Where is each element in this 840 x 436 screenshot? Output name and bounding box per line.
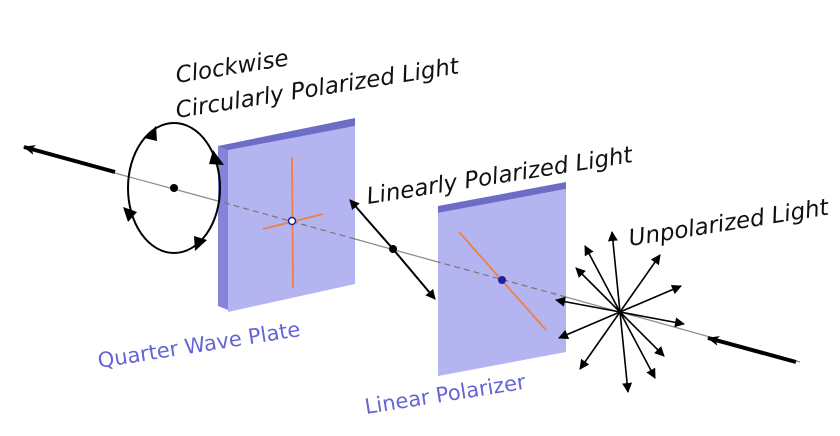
- circular-path: [127, 122, 221, 254]
- unpolarized-burst: [555, 231, 685, 393]
- unpolarized-ray-10: [575, 267, 621, 313]
- unpolarized-ray-8: [555, 296, 621, 313]
- polarizer-top-face: [438, 182, 566, 213]
- unpolarized-ray-7: [619, 311, 685, 328]
- label-quarter-wave-plate: Quarter Wave Plate: [96, 317, 302, 373]
- unpolarized-ray-5: [619, 284, 682, 313]
- quarter-wave-plate: [217, 118, 356, 312]
- unpolarized-ray-6: [558, 311, 621, 340]
- beam-dashed-inside-plate: [217, 200, 356, 240]
- outgoing-light-arrow: [23, 145, 116, 174]
- unpolarized-ray-1: [607, 231, 621, 313]
- beam-entry-point: [287, 216, 297, 226]
- plate-top-face: [218, 118, 355, 154]
- linear-center-dot: [389, 245, 397, 253]
- circular-arrowhead-right: [209, 150, 224, 165]
- plate-side-face: [218, 146, 228, 310]
- unpolarized-ray-4: [579, 311, 621, 370]
- label-unpolarized: Unpolarized Light: [627, 195, 831, 252]
- unpolarized-ray-9: [619, 311, 665, 357]
- circular-polarization-ellipse: [123, 122, 224, 254]
- label-linear-polarizer: Linear Polarizer: [363, 370, 528, 419]
- unpolarized-ray-11: [584, 245, 621, 313]
- linear-polarization-arrow: [349, 199, 436, 300]
- circular-arrowhead-top-left: [144, 126, 157, 141]
- linear-arrow-upper: [349, 199, 394, 250]
- unpolarized-ray-2: [619, 311, 633, 393]
- beam-dashed-inside-polarizer: [437, 261, 567, 298]
- unpolarized-ray-3: [619, 254, 661, 313]
- unpolarized-ray-12: [619, 311, 656, 379]
- polarizer-beam-point: [498, 276, 506, 284]
- circular-arrowhead-bottom-right: [194, 236, 207, 251]
- linear-arrow-lower: [392, 248, 436, 300]
- linear-polarizer: [437, 182, 567, 376]
- incoming-light-arrow: [707, 336, 797, 364]
- circular-arrowhead-left: [123, 207, 137, 222]
- circular-center-dot: [170, 184, 178, 192]
